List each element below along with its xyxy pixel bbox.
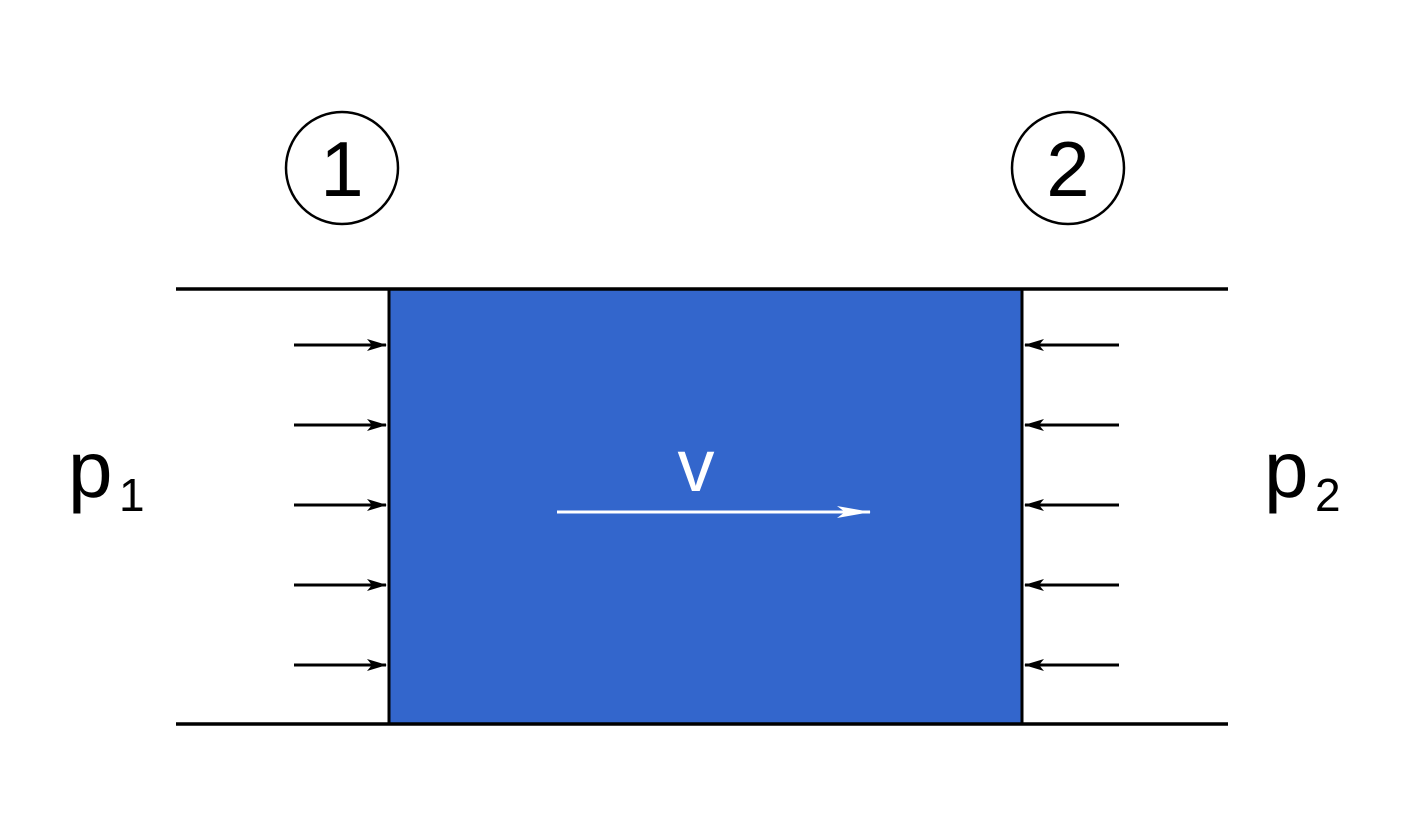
- section-marker-circle: [284, 110, 400, 226]
- pressure-symbol: p: [1264, 425, 1309, 514]
- pressure-symbol: p: [68, 425, 113, 514]
- pressure-label-p2: p 2: [1264, 425, 1341, 521]
- section-marker-2: 2: [1010, 110, 1126, 226]
- fluid-volume: [387, 287, 1024, 726]
- pressure-subscript: 2: [1315, 469, 1341, 521]
- section-marker-label: 2: [1046, 125, 1089, 213]
- section-marker-label: 1: [320, 125, 363, 213]
- pressure-label-p1: p 1: [68, 425, 145, 521]
- section-marker-1: 1: [284, 110, 400, 226]
- section-marker-circle: [1010, 110, 1126, 226]
- pressure-arrows-right: [1024, 339, 1119, 671]
- velocity-indicator: v: [557, 424, 871, 518]
- pressure-arrows-left: [294, 339, 387, 671]
- pressure-subscript: 1: [119, 469, 145, 521]
- velocity-label: v: [678, 424, 715, 507]
